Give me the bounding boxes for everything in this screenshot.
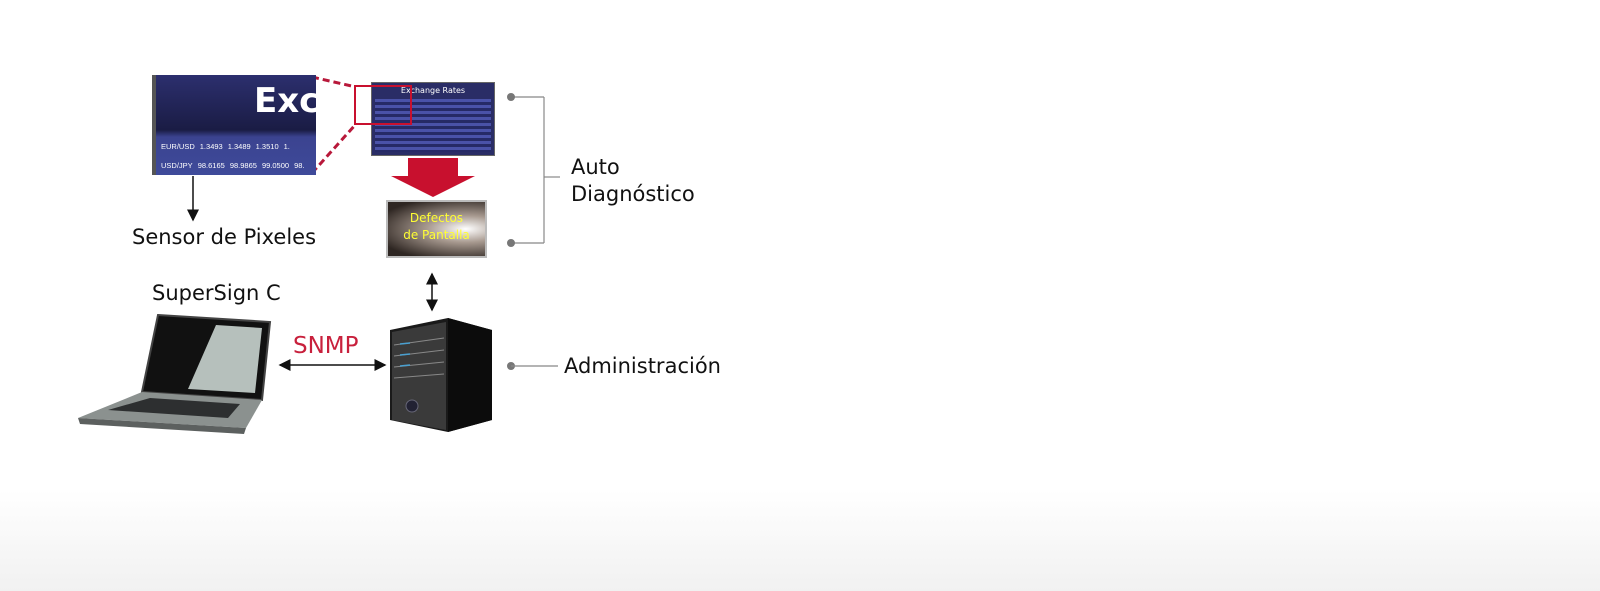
cell: 1.3493 (199, 142, 223, 151)
defect-monitor: Defectos de Pantalla (386, 200, 487, 258)
auto-diagnostic-line1: Auto (571, 155, 620, 179)
auto-diagnostic-line2: Diagnóstico (571, 182, 695, 206)
display-monitor: Exchange Rates (371, 82, 495, 156)
cell: 1.3510 (255, 142, 279, 151)
snmp-label: SNMP (293, 333, 359, 359)
monitor-title: Exchange Rates (400, 86, 466, 95)
cell: EUR/USD (161, 142, 195, 151)
supersign-label: SuperSign C (152, 281, 281, 305)
auto-diagnostic-label: Auto Diagnóstico (571, 154, 695, 208)
cell: USD/JPY (161, 161, 193, 170)
cell: 98.6165 (197, 161, 225, 170)
pixel-sensor-label: Sensor de Pixeles (132, 225, 317, 249)
zoom-line-bottom (310, 122, 358, 175)
table-row: USD/JPY 98.6165 98.9865 99.0500 98. (161, 161, 305, 170)
cell: 98.9865 (229, 161, 257, 170)
defect-text: Defectos de Pantalla (388, 210, 485, 244)
laptop-icon (78, 313, 272, 434)
management-label: Administración (564, 354, 721, 378)
defect-text-line1: Defectos (409, 211, 464, 225)
down-arrow-icon (391, 158, 475, 197)
table-row: EUR/USD 1.3493 1.3489 1.3510 1. (161, 142, 290, 151)
zoom-line-top (311, 75, 357, 89)
cell: 1.3489 (227, 142, 251, 151)
zoomed-screen: Exch EUR/USD 1.3493 1.3489 1.3510 1. USD/JPY… (152, 75, 316, 175)
server-icon (390, 318, 492, 432)
zoom-highlight-box (354, 85, 412, 125)
cell: 1. (283, 142, 290, 151)
rates-grid (375, 99, 491, 152)
cell: 99.0500 (261, 161, 290, 170)
cell: 98. (294, 161, 305, 170)
zoomed-screen-title: Exch (254, 81, 316, 121)
auto-diagnostic-bracket (511, 96, 560, 244)
defect-text-line2: de Pantalla (403, 228, 470, 242)
